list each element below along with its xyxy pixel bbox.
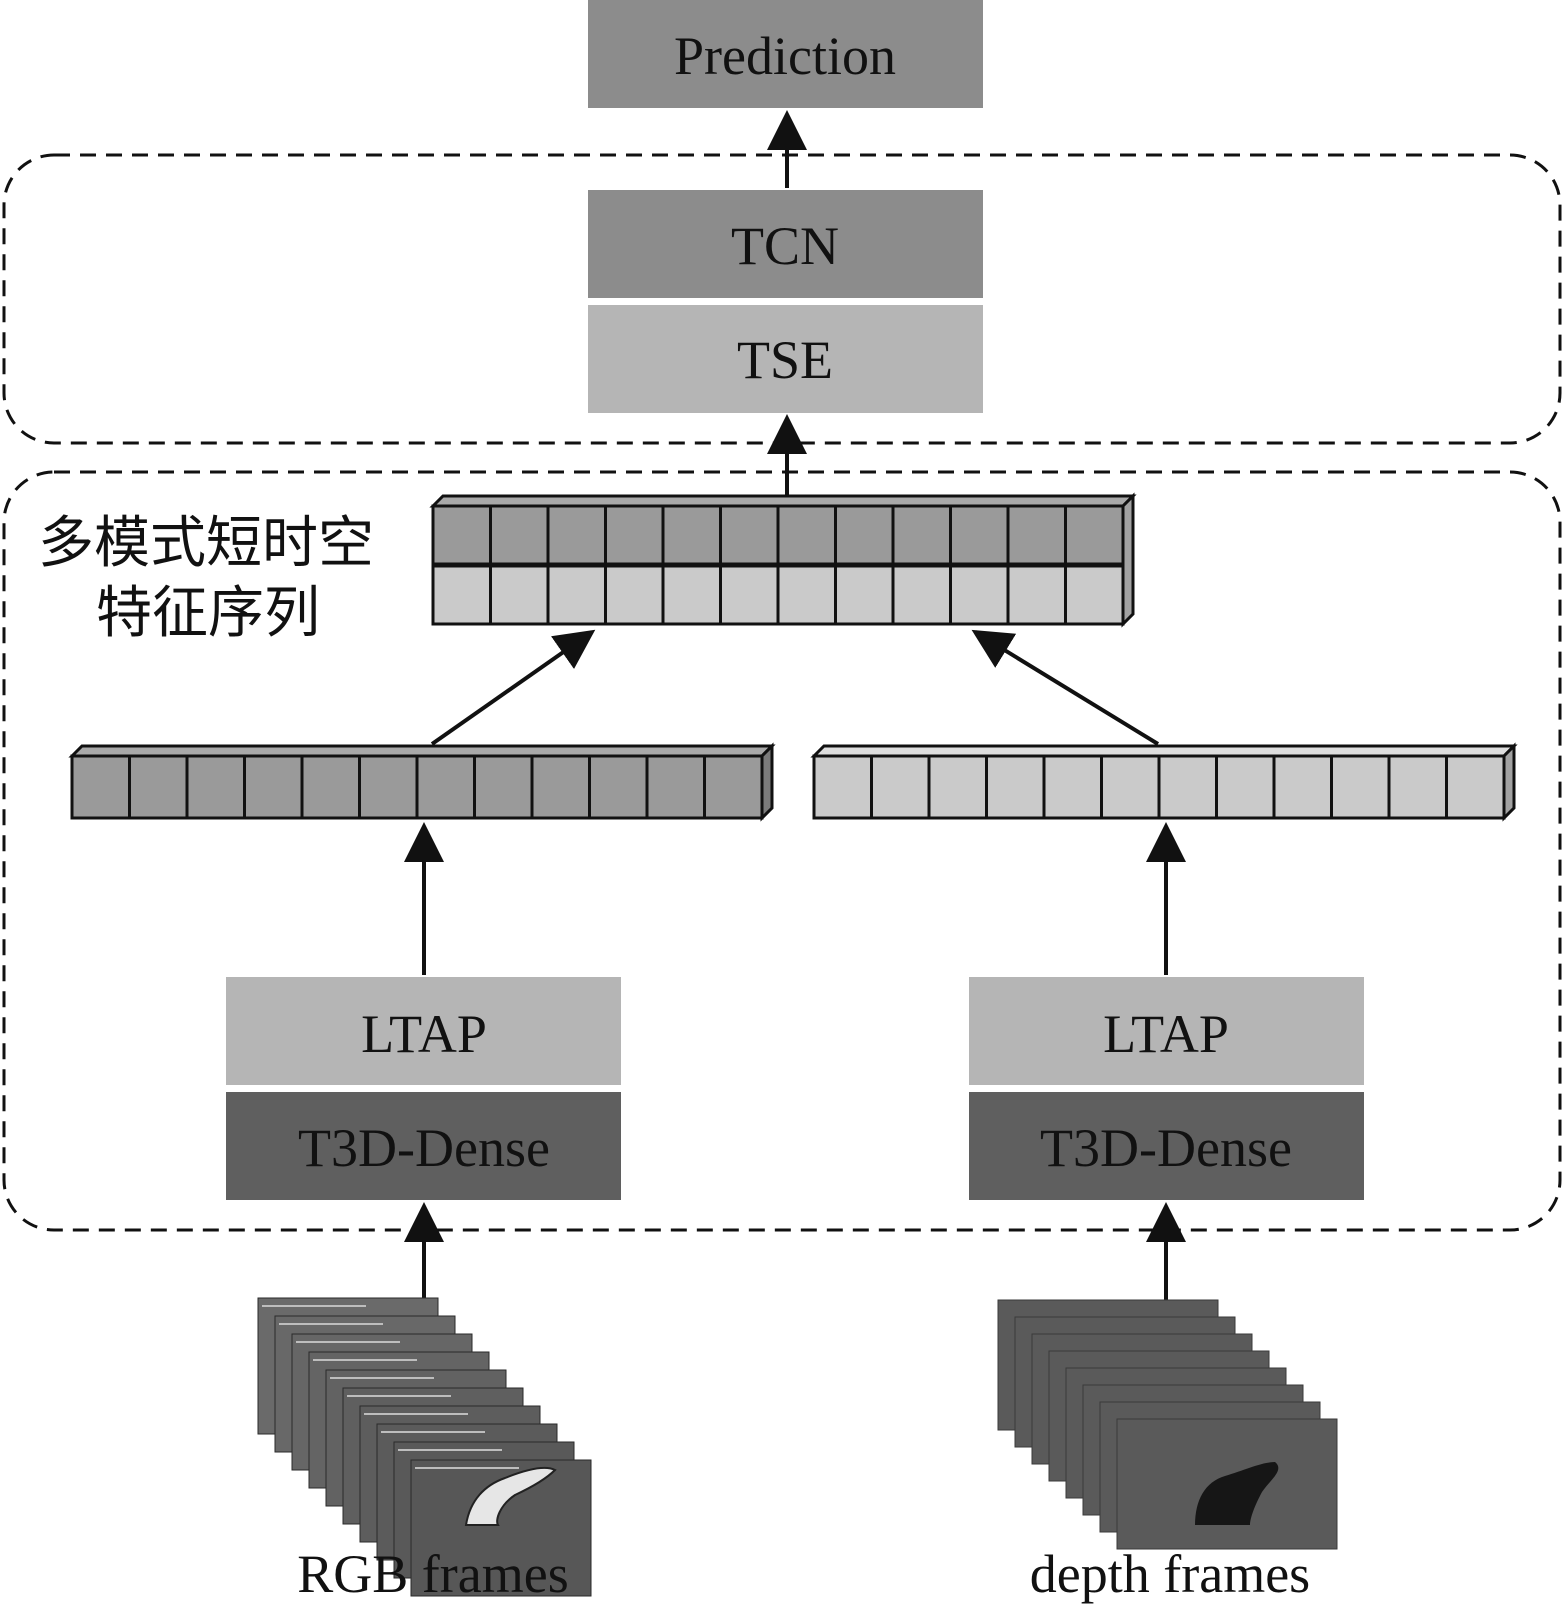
depth-t3d-dense-block: T3D-Dense bbox=[969, 1092, 1364, 1200]
depth-vector-cell bbox=[1445, 754, 1506, 820]
fused-rgb-cell bbox=[489, 504, 550, 566]
depth-vector-cell bbox=[812, 754, 873, 820]
prediction-block: Prediction bbox=[588, 0, 983, 108]
rgb-vector-cell bbox=[243, 754, 304, 820]
rgb-vector-cell bbox=[530, 754, 591, 820]
depth-ltap-label: LTAP bbox=[1103, 1004, 1229, 1064]
fused-rgb-cell bbox=[719, 504, 780, 566]
tse-label: TSE bbox=[737, 330, 833, 390]
fused-rgb-cell bbox=[1006, 504, 1067, 566]
depth-vector-cell bbox=[1042, 754, 1103, 820]
feature-module-container bbox=[2, 470, 1562, 1232]
rgb-t3d-dense-block: T3D-Dense bbox=[226, 1092, 621, 1200]
rgb-ltap-label: LTAP bbox=[361, 1004, 487, 1064]
depth-vector-cell bbox=[927, 754, 988, 820]
fused-rgb-cell bbox=[431, 504, 492, 566]
rgb-vector-cell bbox=[415, 754, 476, 820]
rgb-feature-vector bbox=[68, 742, 776, 822]
fused-rgb-cell bbox=[891, 504, 952, 566]
feature-sequence-label-line1: 多模式短时空 bbox=[38, 511, 374, 576]
depth-ltap-block: LTAP bbox=[969, 977, 1364, 1085]
fused-depth-cell bbox=[949, 564, 1010, 626]
depth-feature-vector bbox=[810, 742, 1518, 822]
fused-depth-cell bbox=[1006, 564, 1067, 626]
fused-rgb-cell bbox=[1064, 504, 1125, 566]
fused-rgb-cell bbox=[776, 504, 837, 566]
rgb-frames-label: RGB frames bbox=[297, 1544, 568, 1604]
feature-sequence-label-line2: 特征序列 bbox=[96, 581, 320, 646]
fused-rgb-cell bbox=[546, 504, 607, 566]
depth-t3d-dense-label: T3D-Dense bbox=[1040, 1118, 1292, 1178]
fused-depth-cell bbox=[834, 564, 895, 626]
fused-depth-cell bbox=[546, 564, 607, 626]
fused-depth-cell bbox=[431, 564, 492, 626]
fused-rgb-cell bbox=[661, 504, 722, 566]
depth-frames-stack bbox=[997, 1299, 1338, 1550]
depth-vector-cell bbox=[1387, 754, 1448, 820]
depth-vector-cell bbox=[1330, 754, 1391, 820]
rgb-vector-cell bbox=[70, 754, 131, 820]
rgb-vector-cell bbox=[703, 754, 764, 820]
fused-feature-vector bbox=[429, 492, 1137, 628]
depth-vector-cell bbox=[1215, 754, 1276, 820]
prediction-label: Prediction bbox=[674, 26, 896, 86]
fused-depth-cell bbox=[776, 564, 837, 626]
fused-rgb-cell bbox=[949, 504, 1010, 566]
rgb-vector-cell bbox=[645, 754, 706, 820]
fused-depth-cell bbox=[719, 564, 780, 626]
depth-vector-cell bbox=[985, 754, 1046, 820]
depth-vector-cell bbox=[1157, 754, 1218, 820]
fused-rgb-cell bbox=[604, 504, 665, 566]
fused-depth-cell bbox=[661, 564, 722, 626]
arrow-depth-to-fused bbox=[971, 629, 1160, 746]
depth-vector-cell bbox=[1100, 754, 1161, 820]
arrow-rgb-to-fused bbox=[430, 629, 596, 746]
fused-depth-cell bbox=[489, 564, 550, 626]
rgb-vector-cell bbox=[185, 754, 246, 820]
fused-depth-cell bbox=[604, 564, 665, 626]
rgb-vector-cell bbox=[300, 754, 361, 820]
depth-hand-shape bbox=[1195, 1462, 1279, 1525]
depth-vector-cell bbox=[870, 754, 931, 820]
tse-block: TSE bbox=[588, 305, 983, 413]
rgb-vector-cell bbox=[128, 754, 189, 820]
tcn-label: TCN bbox=[731, 216, 839, 276]
rgb-ltap-block: LTAP bbox=[226, 977, 621, 1085]
fused-rgb-cell bbox=[834, 504, 895, 566]
rgb-vector-cell bbox=[358, 754, 419, 820]
rgb-vector-cell bbox=[588, 754, 649, 820]
rgb-vector-cell bbox=[473, 754, 534, 820]
fused-depth-cell bbox=[1064, 564, 1125, 626]
fused-depth-cell bbox=[891, 564, 952, 626]
depth-vector-cell bbox=[1272, 754, 1333, 820]
rgb-t3d-dense-label: T3D-Dense bbox=[298, 1118, 550, 1178]
rgb-hand-shape bbox=[464, 1467, 557, 1526]
rgb-frames-stack bbox=[257, 1297, 592, 1597]
tcn-block: TCN bbox=[588, 190, 983, 298]
depth-frames-label: depth frames bbox=[1030, 1544, 1310, 1604]
